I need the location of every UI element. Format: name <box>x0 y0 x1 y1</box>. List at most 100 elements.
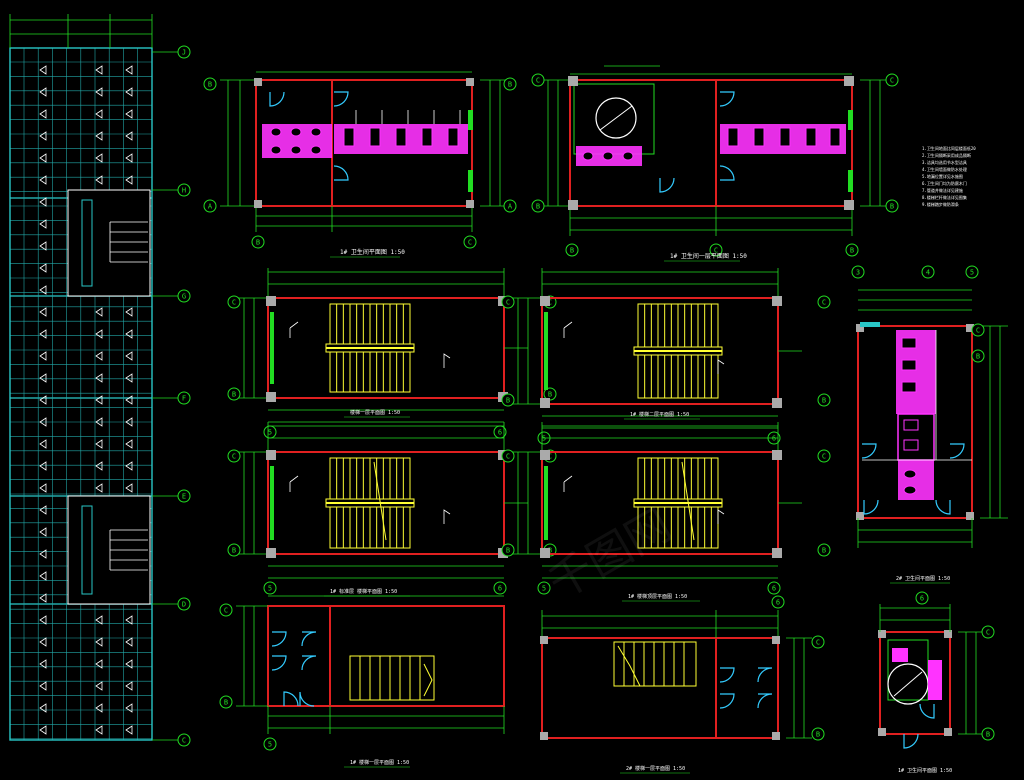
stair-axis-bubble: B <box>817 543 831 557</box>
svg-text:3: 3 <box>856 269 860 277</box>
strip-fixture-triangle <box>125 153 133 163</box>
stair-axis-bubble: C <box>817 449 831 463</box>
strip-fixture-triangle <box>39 263 47 273</box>
strip-fixture-triangle <box>39 725 47 735</box>
strip-stair-void-1 <box>67 189 151 297</box>
strip-fixture-triangle <box>95 153 103 163</box>
svg-text:J: J <box>182 49 186 57</box>
strip-fixture-triangle <box>125 395 133 405</box>
note-5: 5.地漏位置详见水施图 <box>922 173 963 179</box>
svg-text:C: C <box>536 77 540 85</box>
plan-g-title: 2# 卫生间平面图 1:50 <box>896 575 950 582</box>
stair-axis-bubble: C <box>817 295 831 309</box>
svg-text:B: B <box>570 247 574 255</box>
plan-b-axis-bubble: C <box>531 73 545 87</box>
stair-axis-bubble: B <box>501 393 515 407</box>
stair-axis-bubble: 5 <box>537 581 551 595</box>
note-4: 4.卫生间墙面做防水处理 <box>922 166 967 172</box>
strip-fixture-triangle <box>125 131 133 141</box>
svg-text:C: C <box>890 77 894 85</box>
strip-fixture-triangle <box>95 461 103 471</box>
strip-fixture-triangle <box>95 439 103 449</box>
svg-text:5: 5 <box>268 741 272 749</box>
svg-text:5: 5 <box>268 585 272 593</box>
svg-text:C: C <box>822 299 826 307</box>
plan-b-axis-bubble: B <box>845 243 859 257</box>
svg-text:B: B <box>816 731 820 739</box>
svg-text:6: 6 <box>920 595 924 603</box>
strip-fixture-triangle <box>95 703 103 713</box>
strip-fixture-triangle <box>39 417 47 427</box>
strip-axis-bubble: H <box>177 183 191 197</box>
strip-fixture-triangle <box>39 241 47 251</box>
plan-h-axis-bubble: C <box>981 625 995 639</box>
svg-text:F: F <box>182 395 186 403</box>
strip-fixture-triangle <box>95 329 103 339</box>
strip-fixture-triangle <box>39 505 47 515</box>
strip-fixture-triangle <box>125 461 133 471</box>
svg-text:C: C <box>976 327 980 335</box>
stair-axis-bubble: 6 <box>767 581 781 595</box>
svg-text:B: B <box>976 353 980 361</box>
strip-fixture-triangle <box>39 65 47 75</box>
note-2: 2.卫生间隔断采用成品隔断 <box>922 152 971 158</box>
strip-fixture-triangle <box>125 615 133 625</box>
plan-a-axis-bubble: B <box>503 77 517 91</box>
strip-fixture-triangle <box>39 285 47 295</box>
strip-fixture-triangle <box>39 153 47 163</box>
svg-text:B: B <box>986 731 990 739</box>
stair-axis-bubble: B <box>227 543 241 557</box>
strip-axis-bubble: G <box>177 289 191 303</box>
plan-j-stair-toilet: CB6 2# 楼梯一层平面图 1:50 <box>540 595 825 774</box>
plan-b-title: 1# 卫生间一层平面图 1:50 <box>670 252 747 260</box>
strip-fixture-triangle <box>95 659 103 669</box>
strip-fixture-triangle <box>39 329 47 339</box>
stair-axis-bubble: B <box>501 543 515 557</box>
svg-text:C: C <box>182 737 186 745</box>
svg-text:5: 5 <box>970 269 974 277</box>
strip-fixture-triangle <box>39 681 47 691</box>
plan-b-axis-bubble: B <box>565 243 579 257</box>
strip-axis-bubble: D <box>177 597 191 611</box>
plan-g-axis-bubble: 3 <box>851 265 865 279</box>
strip-fixture-triangle <box>125 725 133 735</box>
plan-f-title: 1# 楼梯顶层平面图 1:50 <box>628 593 687 600</box>
strip-fixture-triangle <box>39 395 47 405</box>
strip-fixture-triangle <box>39 527 47 537</box>
strip-fixture-triangle <box>39 703 47 713</box>
plan-j-title: 2# 楼梯一层平面图 1:50 <box>626 765 685 772</box>
plan-a-axis-bubble: A <box>203 199 217 213</box>
plan-h-axis-bubble: 6 <box>915 591 929 605</box>
strip-fixture-triangle <box>39 593 47 603</box>
plan-j-axis-bubble: B <box>811 727 825 741</box>
plan-g-axis-bubble: C <box>971 323 985 337</box>
plan-b-axis-bubble: C <box>709 243 723 257</box>
strip-fixture-triangle <box>95 483 103 493</box>
strip-fixture-triangle <box>95 681 103 691</box>
stair-axis-bubble: B <box>227 387 241 401</box>
svg-text:A: A <box>208 203 213 211</box>
strip-fixture-triangle <box>95 417 103 427</box>
strip-fixture-triangle <box>125 109 133 119</box>
note-7: 7.管道井做法详见建施 <box>922 187 963 193</box>
svg-text:H: H <box>182 187 186 195</box>
svg-text:5: 5 <box>268 429 272 437</box>
strip-fixture-triangle <box>39 483 47 493</box>
strip-fixture-triangle <box>39 549 47 559</box>
strip-fixture-triangle <box>39 109 47 119</box>
svg-text:B: B <box>548 391 552 399</box>
strip-fixture-triangle <box>95 351 103 361</box>
svg-text:C: C <box>506 299 510 307</box>
svg-text:C: C <box>468 239 472 247</box>
strip-axis-bubble: C <box>177 733 191 747</box>
svg-text:B: B <box>850 247 854 255</box>
plan-g-axis-bubble: B <box>971 349 985 363</box>
strip-fixture-triangle <box>39 87 47 97</box>
